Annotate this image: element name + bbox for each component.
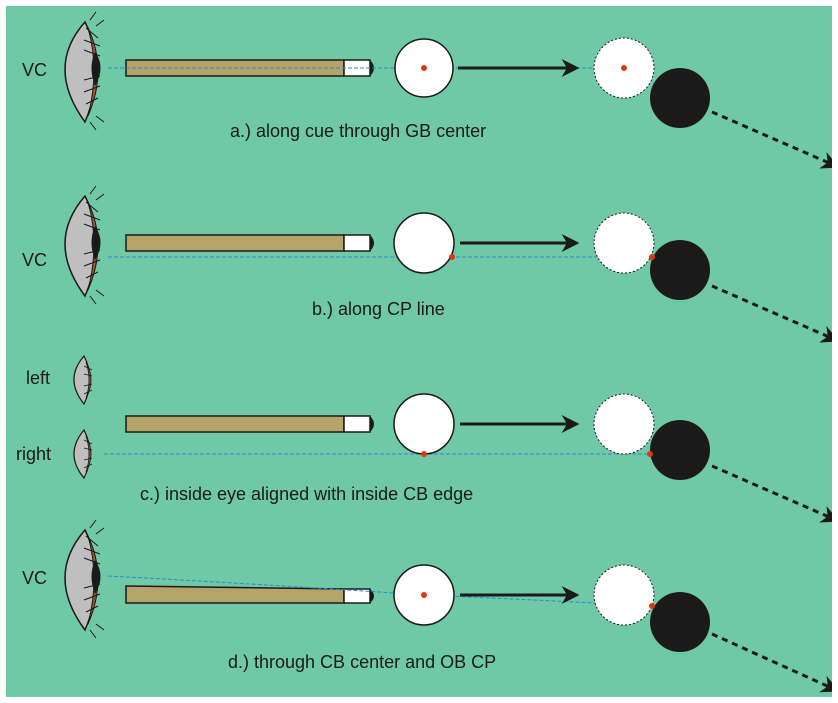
object-ball	[650, 592, 710, 652]
caption: d.) through CB center and OB CP	[228, 652, 496, 672]
contact-point-marker	[649, 254, 655, 260]
ghost-ball	[593, 212, 655, 274]
panel-a: VC a.) along cue through GB center	[22, 11, 832, 169]
left-eye-icon	[73, 354, 93, 406]
cue-ball	[393, 212, 455, 274]
object-ball	[650, 240, 710, 300]
panel-c: left right c.) inside eye aligned with i…	[16, 354, 832, 523]
eye-icon	[64, 11, 105, 131]
ghost-ball	[593, 393, 655, 455]
object-ball-path-arrow	[711, 464, 832, 523]
contact-point-marker	[421, 451, 427, 457]
eye-icon	[64, 519, 105, 639]
object-ball	[650, 68, 710, 128]
caption: a.) along cue through GB center	[230, 121, 486, 141]
eye-label: VC	[22, 60, 47, 80]
caption: b.) along CP line	[312, 299, 445, 319]
cue-ball	[393, 393, 455, 455]
right-eye-label: right	[16, 444, 51, 464]
cue-ball-center-marker	[421, 592, 427, 598]
object-ball	[650, 420, 710, 480]
aim-point-marker	[421, 65, 427, 71]
left-eye-label: left	[26, 368, 50, 388]
panel-d: VC d.) through CB center and OB CP	[22, 519, 832, 693]
cue-stick	[125, 234, 374, 252]
cue-stick	[125, 415, 374, 433]
eye-label: VC	[22, 568, 47, 588]
object-ball-path-arrow	[711, 110, 832, 169]
ghost-ball-center-marker	[621, 65, 627, 71]
right-eye-icon	[73, 428, 93, 480]
contact-point-marker	[647, 451, 653, 457]
contact-point-marker	[449, 254, 455, 260]
caption: c.) inside eye aligned with inside CB ed…	[140, 484, 473, 504]
panel-b: VC b.) along CP line	[22, 185, 832, 343]
contact-point-marker	[649, 603, 655, 609]
object-ball-path-arrow	[711, 284, 832, 343]
eye-label: VC	[22, 250, 47, 270]
ghost-ball	[593, 564, 655, 626]
cue-stick	[125, 585, 374, 604]
eye-icon	[64, 185, 105, 305]
object-ball-path-arrow	[711, 632, 832, 693]
